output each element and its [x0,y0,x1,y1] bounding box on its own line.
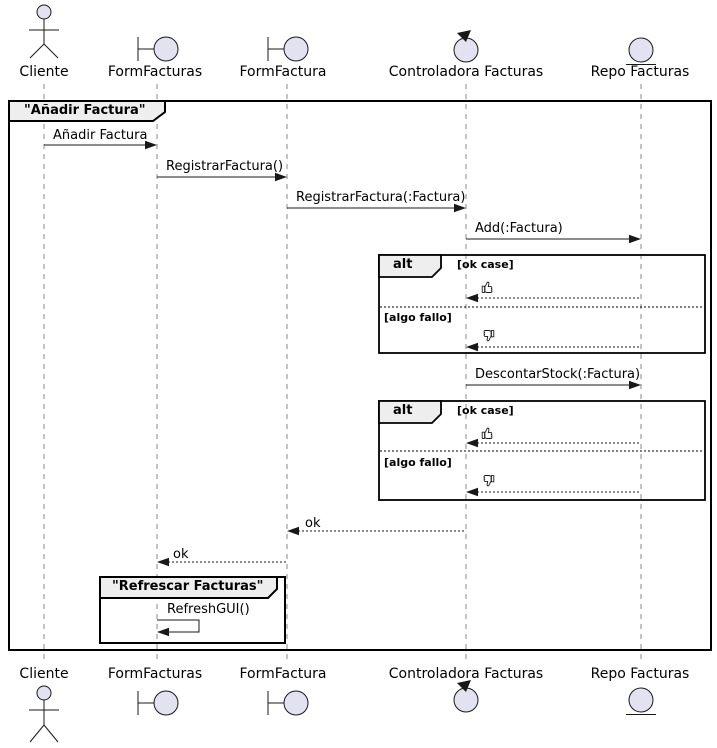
fragment-operator: alt [393,403,413,418]
return-arrow-fail-2 [466,487,641,497]
message-label: RefreshGUI() [167,602,250,617]
group-refrescar-border [99,576,286,644]
return-label: ok [305,516,321,531]
participant-label-controladora: Controladora Facturas [388,64,544,80]
participant-label-cliente: Cliente [19,64,69,80]
message-label: DescontarStock(:Factura) [475,367,641,382]
self-message-arrow-refreshgui [157,619,200,637]
message-arrow-registrarfactura [157,172,287,182]
message-label: RegistrarFactura() [166,159,284,174]
fragment-guard: [algo fallo] [384,456,452,469]
thumbs-down-icon [483,475,495,487]
return-arrow-fail-1 [466,342,641,352]
boundary-icon [267,36,309,62]
message-label: Añadir Factura [53,128,148,143]
boundary-icon [267,690,309,716]
message-arrow-add [466,234,641,244]
participant-label-repo: Repo Facturas [590,666,690,682]
thumbs-up-icon [481,427,493,439]
participant-label-formfactura: FormFactura [239,64,327,80]
return-arrow-ok-2 [466,438,641,448]
group-title: "Refrescar Facturas" [112,579,264,594]
message-arrow-anadir [44,140,157,150]
participant-label-formfactura: FormFactura [239,666,327,682]
actor-icon [29,685,59,743]
entity-icon [626,687,656,715]
participant-label-controladora: Controladora Facturas [388,666,544,682]
message-arrow-descontarstock [466,380,641,390]
actor-icon [29,4,59,59]
participant-label-cliente: Cliente [19,666,69,682]
entity-icon [626,37,656,65]
return-arrow-ok-formfactura [157,557,287,567]
boundary-icon [137,690,179,716]
control-icon [453,30,479,63]
message-label: RegistrarFactura(:Factura) [296,190,466,205]
return-label: ok [173,547,189,562]
participant-label-formfacturas: FormFacturas [107,64,203,80]
frame-border [8,100,712,651]
message-arrow-registrarfactura-param [287,203,466,213]
participant-label-repo: Repo Facturas [590,64,690,80]
thumbs-down-icon [483,330,495,342]
control-icon [453,680,479,713]
alt-fragment-2 [378,400,706,501]
message-label: Add(:Factura) [475,221,563,236]
participant-label-formfacturas: FormFacturas [107,666,203,682]
frame-title: "Añadir Factura" [24,103,146,118]
fragment-operator: alt [393,257,413,272]
fragment-guard: [ok case] [457,258,514,271]
return-arrow-ok-controladora [287,526,466,536]
fragment-guard: [algo fallo] [384,311,452,324]
boundary-icon [137,36,179,62]
thumbs-up-icon [481,281,493,293]
alt-fragment-1 [378,254,706,354]
return-arrow-ok-1 [466,293,641,303]
fragment-guard: [ok case] [457,404,514,417]
